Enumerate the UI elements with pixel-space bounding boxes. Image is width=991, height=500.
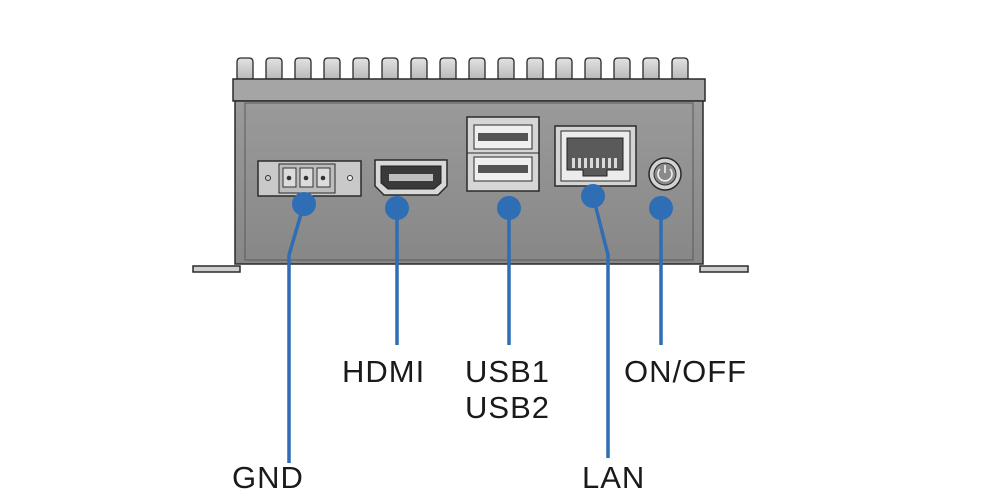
- heatsink-fin: [671, 57, 689, 80]
- heatsink-fin: [265, 57, 283, 80]
- gnd-marker: [292, 192, 316, 216]
- heatsink-fin: [526, 57, 544, 80]
- lan-port: [554, 125, 637, 187]
- usb-marker: [497, 196, 521, 220]
- heatsink-fin: [236, 57, 254, 80]
- power-button: [648, 157, 682, 191]
- gnd-terminal-block: [257, 160, 362, 197]
- lan-pin: [584, 158, 587, 168]
- gnd-callout-line: [287, 203, 306, 463]
- front-panel-inner: [244, 102, 694, 261]
- callout-lines: [287, 195, 663, 463]
- usb1-label: USB1: [465, 354, 550, 389]
- lan-pin: [578, 158, 581, 168]
- lan-pin: [614, 158, 617, 168]
- lan-pin: [590, 158, 593, 168]
- on-off-label: ON/OFF: [624, 354, 747, 389]
- callout-dots: [292, 184, 673, 220]
- lan-callout-line: [591, 195, 610, 458]
- heatsink-fin: [555, 57, 573, 80]
- hdmi-label: HDMI: [342, 354, 425, 389]
- heatsink-fins: [236, 57, 689, 80]
- lan-pin: [596, 158, 599, 168]
- heatsink-fin: [352, 57, 370, 80]
- lan-pin: [572, 158, 575, 168]
- heatsink-fin: [410, 57, 428, 80]
- heatsink-fin: [381, 57, 399, 80]
- lan-pin: [608, 158, 611, 168]
- usb2-label: USB2: [465, 390, 550, 425]
- onoff-marker: [649, 196, 673, 220]
- power-icon: [657, 168, 673, 182]
- gnd-label: GND: [232, 460, 304, 495]
- heatsink-fin: [468, 57, 486, 80]
- heatsink-fin: [294, 57, 312, 80]
- hdmi-port: [374, 159, 448, 196]
- hdmi-marker: [385, 196, 409, 220]
- heatsink-fin: [323, 57, 341, 80]
- heatsink-fin: [642, 57, 660, 80]
- heatsink-fin: [584, 57, 602, 80]
- heatsink-fin: [497, 57, 515, 80]
- lan-pin: [602, 158, 605, 168]
- usb-port-stack: [466, 116, 540, 192]
- heatsink-fin: [439, 57, 457, 80]
- lan-marker: [581, 184, 605, 208]
- lan-label: LAN: [582, 460, 645, 495]
- mounting-flange-right: [699, 265, 749, 273]
- heatsink-fin: [613, 57, 631, 80]
- mounting-flange-left: [192, 265, 241, 273]
- enclosure-top-band: [232, 78, 706, 102]
